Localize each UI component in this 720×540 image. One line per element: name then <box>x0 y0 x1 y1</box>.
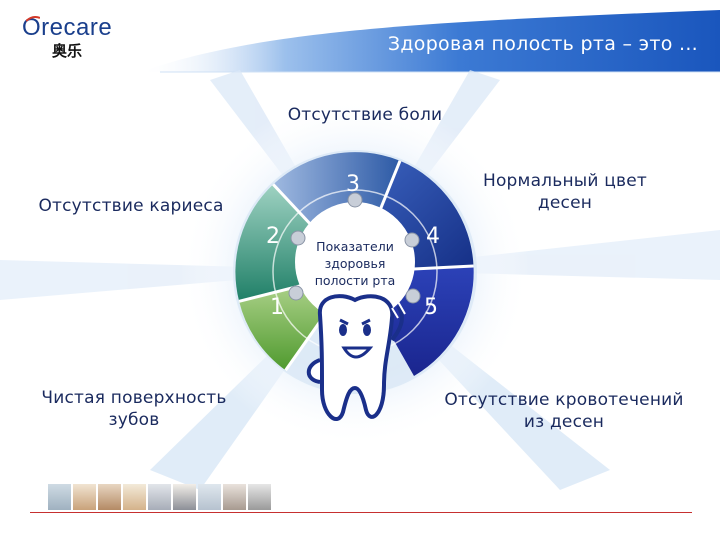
center-label-line: полости рта <box>314 273 396 288</box>
label-no-pain-line: Отсутствие боли <box>287 105 443 125</box>
center-label: Показатели здоровья полости рта <box>300 238 410 289</box>
page-title: Здоровая полость рта – это ... <box>387 33 698 55</box>
footer-divider <box>30 512 692 513</box>
photo-thumbnail <box>198 484 221 510</box>
brand-logo: Orecare 奥乐 <box>22 14 112 61</box>
logo-swoosh-icon <box>26 16 40 22</box>
label-no-pain: Отсутствие боли <box>255 104 475 126</box>
label-no-caries: Отсутствие кариеса <box>0 195 262 217</box>
photo-thumbnail <box>223 484 246 510</box>
segment-number-1: 1 <box>270 295 284 320</box>
label-normal-gum-color-line: Нормальный цвет <box>482 171 648 191</box>
logo-text: Orecare <box>22 14 113 41</box>
photo-thumbnail <box>73 484 96 510</box>
photo-thumbnail <box>123 484 146 510</box>
photo-thumbnail <box>248 484 271 510</box>
photo-thumbnail <box>173 484 196 510</box>
label-no-bleeding: Отсутствие кровотечений из десен <box>412 389 716 433</box>
photo-thumbnail <box>148 484 171 510</box>
segment-number-5: 5 <box>424 295 438 320</box>
header-band <box>140 10 720 73</box>
segment-number-3: 3 <box>346 172 360 197</box>
segment-number-4: 4 <box>426 224 440 249</box>
center-disc <box>295 202 415 322</box>
photo-thumbnail <box>48 484 71 510</box>
segment-number-2: 2 <box>266 224 280 249</box>
label-clean-teeth-line: Чистая поверхность <box>41 388 227 408</box>
label-no-bleeding-line: Отсутствие кровотечений <box>444 390 684 410</box>
bead-dots <box>288 192 421 304</box>
tooth-mascot-icon <box>306 294 406 421</box>
label-normal-gum-color: Нормальный цвет десен <box>470 170 660 214</box>
label-no-bleeding-line: из десен <box>523 412 605 432</box>
label-clean-teeth: Чистая поверхность зубов <box>4 387 264 431</box>
center-label-line: Показатели <box>316 239 394 254</box>
photo-thumbnail <box>98 484 121 510</box>
label-normal-gum-color-line: десен <box>537 193 593 213</box>
label-clean-teeth-line: зубов <box>108 410 160 430</box>
logo-chinese: 奥乐 <box>52 42 83 60</box>
center-label-line: здоровья <box>324 256 386 271</box>
photo-strip <box>48 484 271 510</box>
label-no-caries-line: Отсутствие кариеса <box>38 196 224 216</box>
